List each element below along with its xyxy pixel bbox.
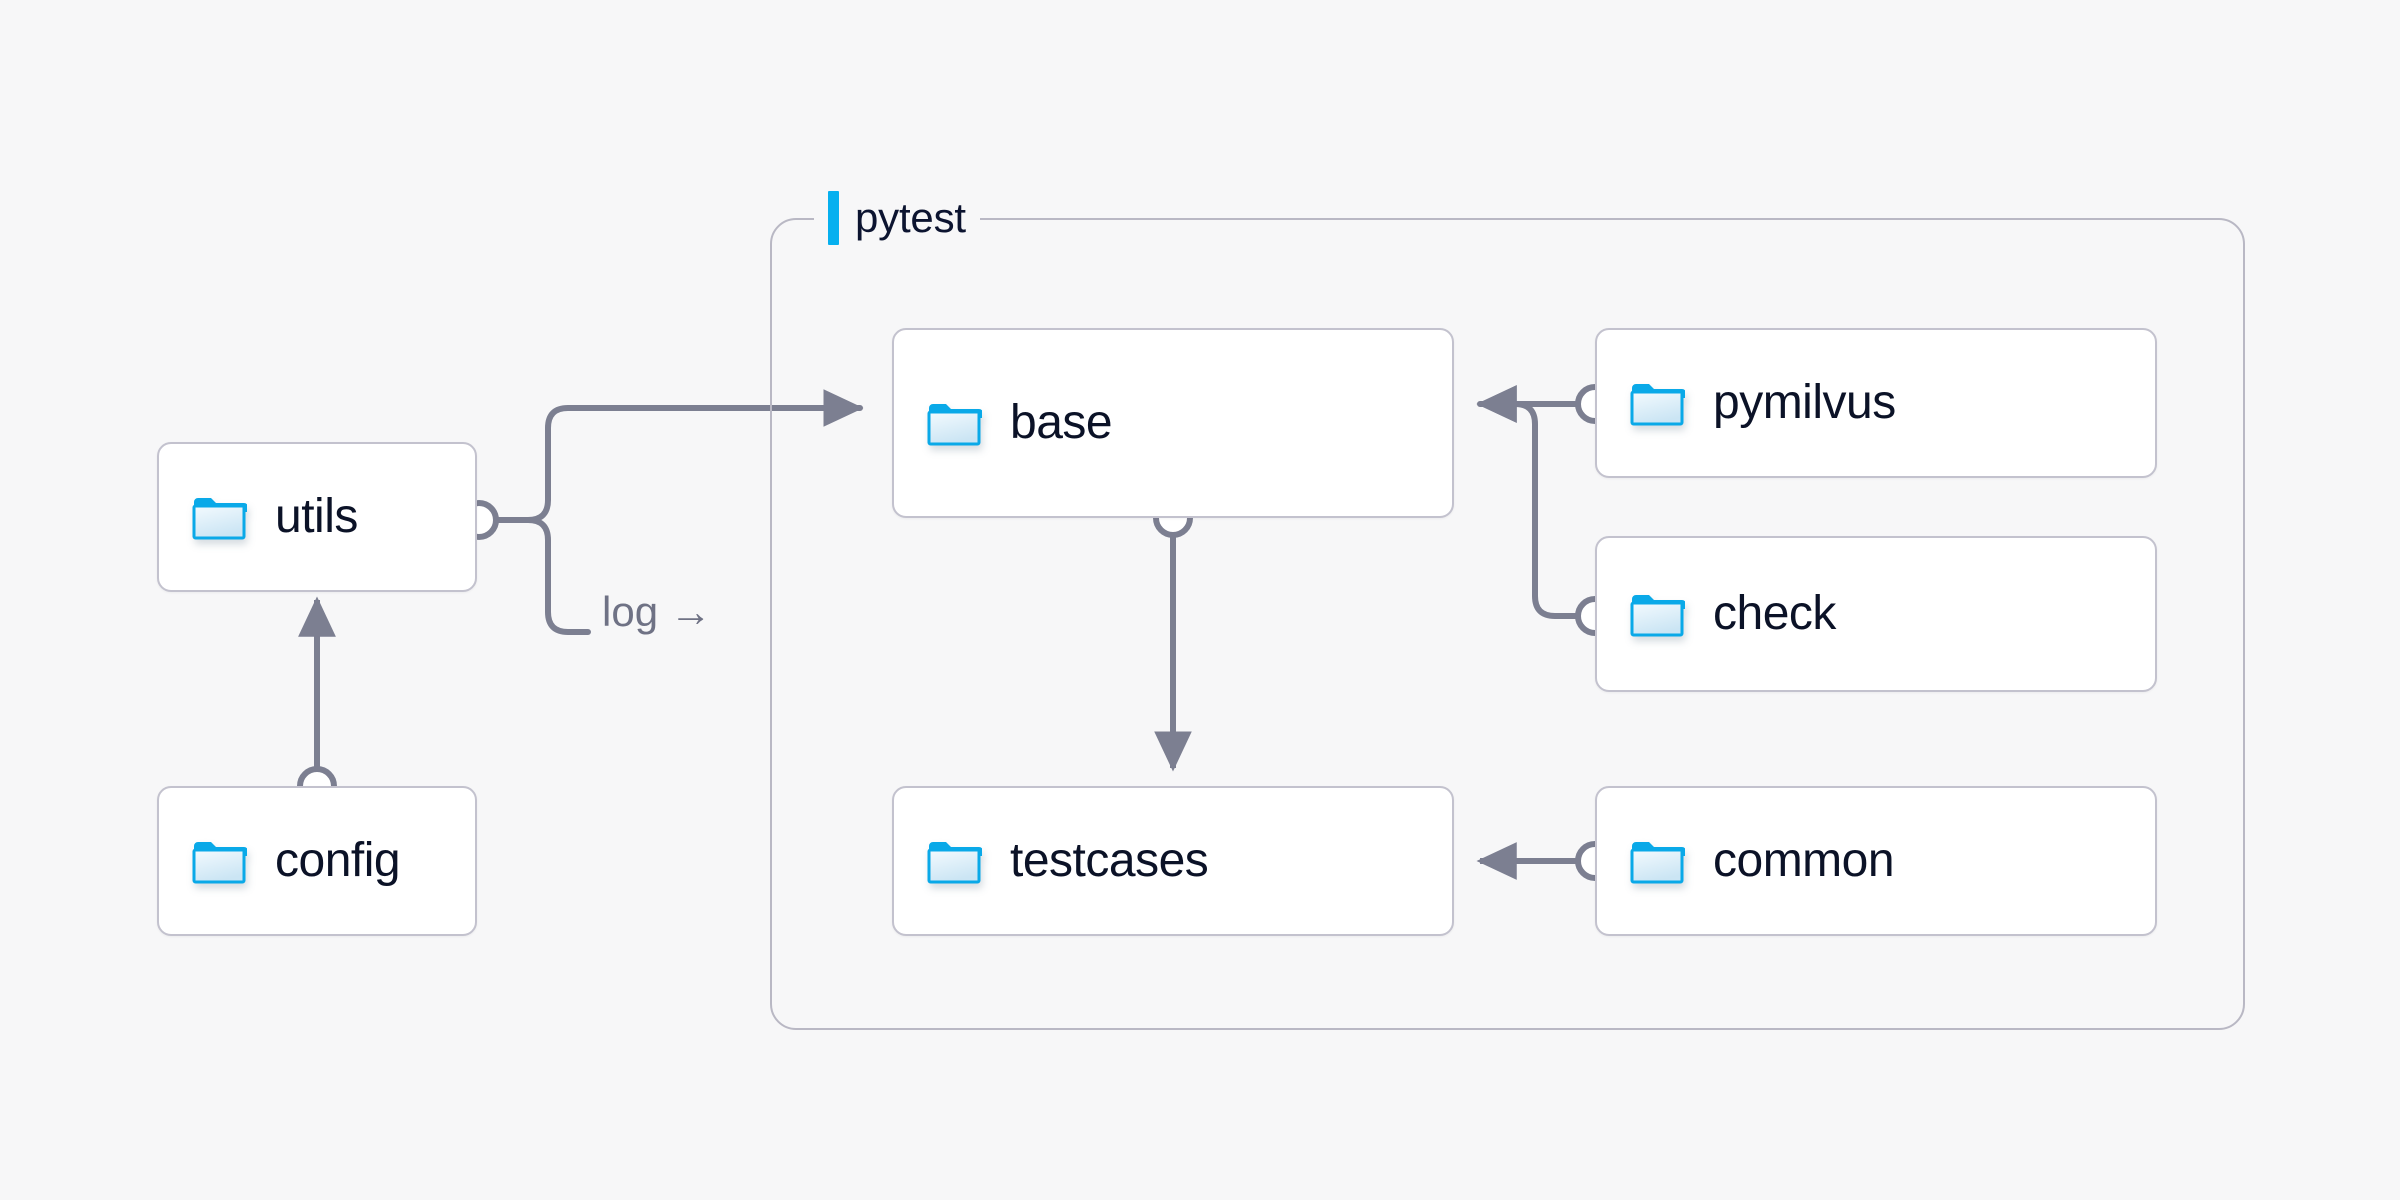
node-config[interactable]: config (157, 786, 477, 936)
pytest-group-label: pytest (814, 187, 980, 249)
folder-icon (192, 498, 247, 540)
node-content: pymilvus (1597, 379, 1896, 427)
edge-label-log: log → (602, 588, 712, 635)
node-content: utils (159, 493, 358, 541)
node-content: check (1597, 590, 1836, 638)
node-label: base (1010, 396, 1113, 449)
group-label-text: pytest (855, 194, 966, 241)
pytest-group-container[interactable] (770, 218, 2245, 1030)
folder-icon (1630, 842, 1685, 884)
node-testcases[interactable]: testcases (892, 786, 1454, 936)
node-label: check (1713, 587, 1836, 640)
node-content: common (1597, 834, 1895, 887)
folder-icon (927, 404, 982, 446)
folder-icon (1630, 595, 1685, 637)
node-pymilvus[interactable]: pymilvus (1595, 328, 2157, 478)
node-label: pymilvus (1713, 376, 1896, 429)
node-common[interactable]: common (1595, 786, 2157, 936)
node-label: testcases (1010, 834, 1209, 887)
node-label: config (275, 834, 401, 887)
node-content: base (894, 396, 1113, 449)
node-check[interactable]: check (1595, 536, 2157, 692)
group-accent-bar-icon (828, 191, 839, 245)
node-label: utils (275, 490, 358, 543)
node-utils[interactable]: utils (157, 442, 477, 592)
node-label: common (1713, 834, 1895, 887)
node-base[interactable]: base (892, 328, 1454, 518)
node-content: config (159, 834, 401, 887)
folder-icon (1630, 384, 1685, 426)
node-content: testcases (894, 834, 1209, 887)
folder-icon (927, 842, 982, 884)
folder-icon (192, 842, 247, 884)
